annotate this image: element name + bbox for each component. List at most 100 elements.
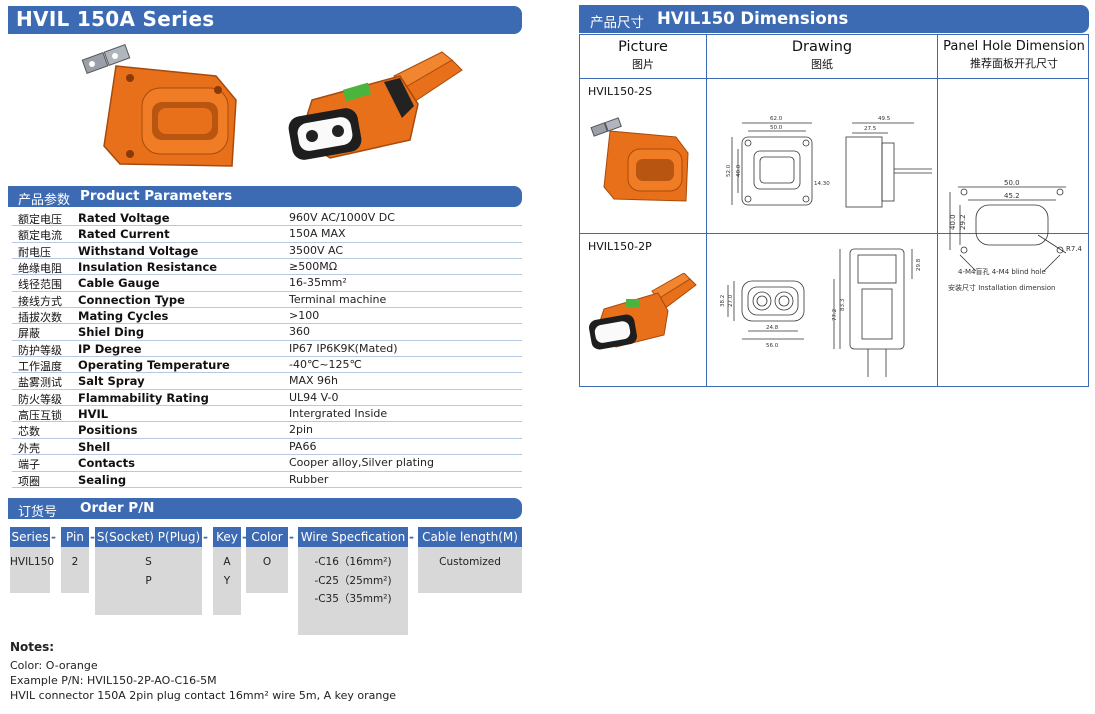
parameter-label-en: Flammability Rating [78,390,209,405]
parameter-label-cn: 接线方式 [18,294,62,308]
order-value: P [145,574,152,587]
socket-dim-text: 40.0 [736,164,742,177]
plug-dim-text: 27.0 [728,294,734,307]
dimensions-en: HVIL150 Dimensions [657,9,849,28]
parameter-value: 3500V AC [289,243,344,257]
order-value: 2 [71,556,79,568]
page-title: HVIL 150A Series [16,7,215,31]
socket-dim-text: 49.5 [878,116,891,122]
order-pn-en: Order P/N [80,500,155,516]
notes-line: Example P/N: HVIL150-2P-AO-C16-5M [10,674,217,687]
parameter-value: Intergrated Inside [289,407,388,421]
order-column-header: S(Socket) P(Plug) [95,527,202,547]
parameter-label-en: Sealing [78,472,127,487]
parameter-label-en: Rated Voltage [78,211,170,225]
order-separator: - [409,530,414,544]
plug-drawing: 38.2 27.0 24.8 56.0 29.8 77.2 83.3 [720,248,922,377]
order-column: Wire Specfication-C16（16mm²)-C25（25mm²)-… [298,527,408,635]
plug-dim-text: 24.8 [766,325,779,331]
panel-dim-text: 45.2 [1004,192,1020,200]
parameter-value: 2pin [289,423,314,437]
plug-dim-text: 38.2 [720,295,726,307]
socket-dim-text: 62.0 [770,116,783,122]
panel-hole-note: 4-M4盲孔 4-M4 blind hole [958,267,1046,276]
order-column-body: O [246,547,288,593]
parameter-value: UL94 V-0 [289,390,339,404]
order-separator: - [203,530,208,544]
socket-dim-text: 14.30 [814,181,830,187]
order-column-header: Cable length(M) [418,527,522,547]
parameter-label-cn: 插拔次数 [18,311,62,325]
parameter-label-en: Contacts [78,456,135,471]
parameter-value: 16-35mm² [289,276,347,290]
row-label-plug: HVIL150-2P [588,240,652,253]
parameter-value: >100 [289,309,320,323]
parameter-label-cn: 防护等级 [18,343,62,357]
socket-dim-text: 52.0 [726,164,732,177]
panel-install-note: 安装尺寸 Installation dimension [948,283,1055,292]
parameter-label-cn: 防火等级 [18,392,62,406]
parameter-value: PA66 [289,439,317,453]
plug-dim-text: 56.0 [766,343,779,349]
notes-title: Notes: [10,640,55,654]
order-column-body: 2 [61,547,89,593]
order-separator: - [242,530,247,544]
order-column-header: Color [246,527,288,547]
parameter-value: 360 [289,325,310,339]
dimensions-cn: 产品尺寸 [590,15,644,31]
parameter-label-en: Withstand Voltage [78,243,199,258]
order-value: Customized [439,556,501,568]
order-column-header: Key [213,527,241,547]
notes-line: Color: O-orange [10,659,98,672]
parameter-label-cn: 绝缘电阻 [18,262,62,276]
plug-dim-text: 83.3 [840,298,846,311]
parameter-label-cn: 盐雾测试 [18,376,62,390]
parameter-label-en: Shiel Ding [78,325,145,340]
order-column-header: Series [10,527,50,547]
dimensions-banner: 产品尺寸 HVIL150 Dimensions [579,5,1089,33]
parameter-label-cn: 线径范围 [18,278,62,292]
socket-thumbnail [590,117,689,202]
order-value: S [145,556,152,568]
dimensions-table: Picture 图片 Drawing 图纸 Panel Hole Dimensi… [579,34,1089,387]
order-separator: - [90,530,95,544]
parameter-label-en: Connection Type [78,292,185,307]
parameter-label-en: Operating Temperature [78,358,230,373]
order-separator: - [289,530,294,544]
product-parameters-en: Product Parameters [80,188,233,204]
order-value: O [262,556,272,568]
parameter-label-en: Salt Spray [78,374,145,389]
parameter-value: Rubber [289,472,329,486]
order-pn-banner: 订货号 Order P/N [8,498,522,520]
order-value: -C16（16mm²) [314,556,392,568]
parameter-label-en: Rated Current [78,227,170,242]
notes: Notes: Color: O-orange Example P/N: HVIL… [10,640,396,703]
plug-thumbnail [589,273,697,350]
header-drawing: Drawing 图纸 [791,39,853,71]
parameter-value: -40℃~125℃ [289,358,362,372]
socket-dim-text: 50.0 [770,125,783,131]
socket-dim-text: 27.5 [864,126,877,132]
header-picture: Picture 图片 [618,39,668,71]
parameter-row: 防火等级 Flammability Rating UL94 V-0 [12,390,522,407]
parameter-label-cn: 屏蔽 [18,327,40,341]
order-column-body: Customized [418,547,522,593]
order-column-header: Pin [61,527,89,547]
parameter-value: Terminal machine [289,292,387,306]
